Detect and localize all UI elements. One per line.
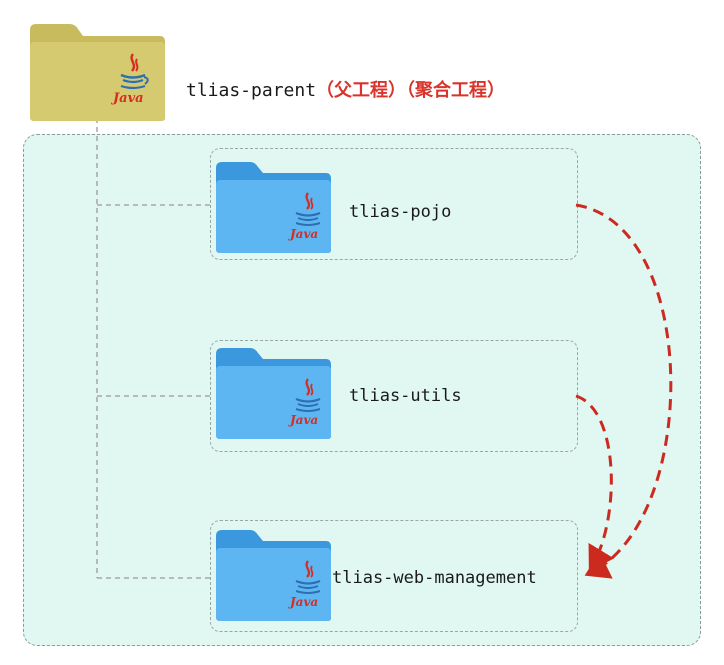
web-management-java-logo-text: Java (290, 595, 319, 609)
parent-folder-icon: Java (28, 22, 166, 122)
pojo-java-logo-icon: Java (288, 190, 328, 246)
utils-java-logo-icon: Java (288, 376, 328, 432)
module-label-utils: tlias-utils (349, 386, 462, 406)
pojo-java-logo-text: Java (290, 227, 319, 241)
module-label-web-management: tlias-web-management (332, 568, 537, 588)
module-folder-icon-web-management: Java (214, 528, 332, 622)
web-management-java-logo-icon: Java (288, 558, 328, 614)
module-box-web-management (210, 520, 578, 632)
parent-label: tlias-parent（父工程）（聚合工程） (186, 76, 505, 102)
dependency-arrow-utils (575, 394, 615, 572)
parent-note-aggregate: （聚合工程） (406, 80, 506, 101)
parent-java-logo-text: Java (113, 91, 144, 106)
parent-java-logo-icon: Java (111, 50, 155, 110)
module-folder-icon-pojo: Java (214, 160, 332, 254)
parent-name: tlias-parent (186, 80, 317, 101)
module-folder-icon-utils: Java (214, 346, 332, 440)
utils-java-logo-text: Java (290, 413, 319, 427)
dependency-arrow-pojo (575, 203, 673, 579)
parent-note-parent: （父工程） (316, 80, 407, 101)
module-label-pojo: tlias-pojo (349, 202, 452, 222)
